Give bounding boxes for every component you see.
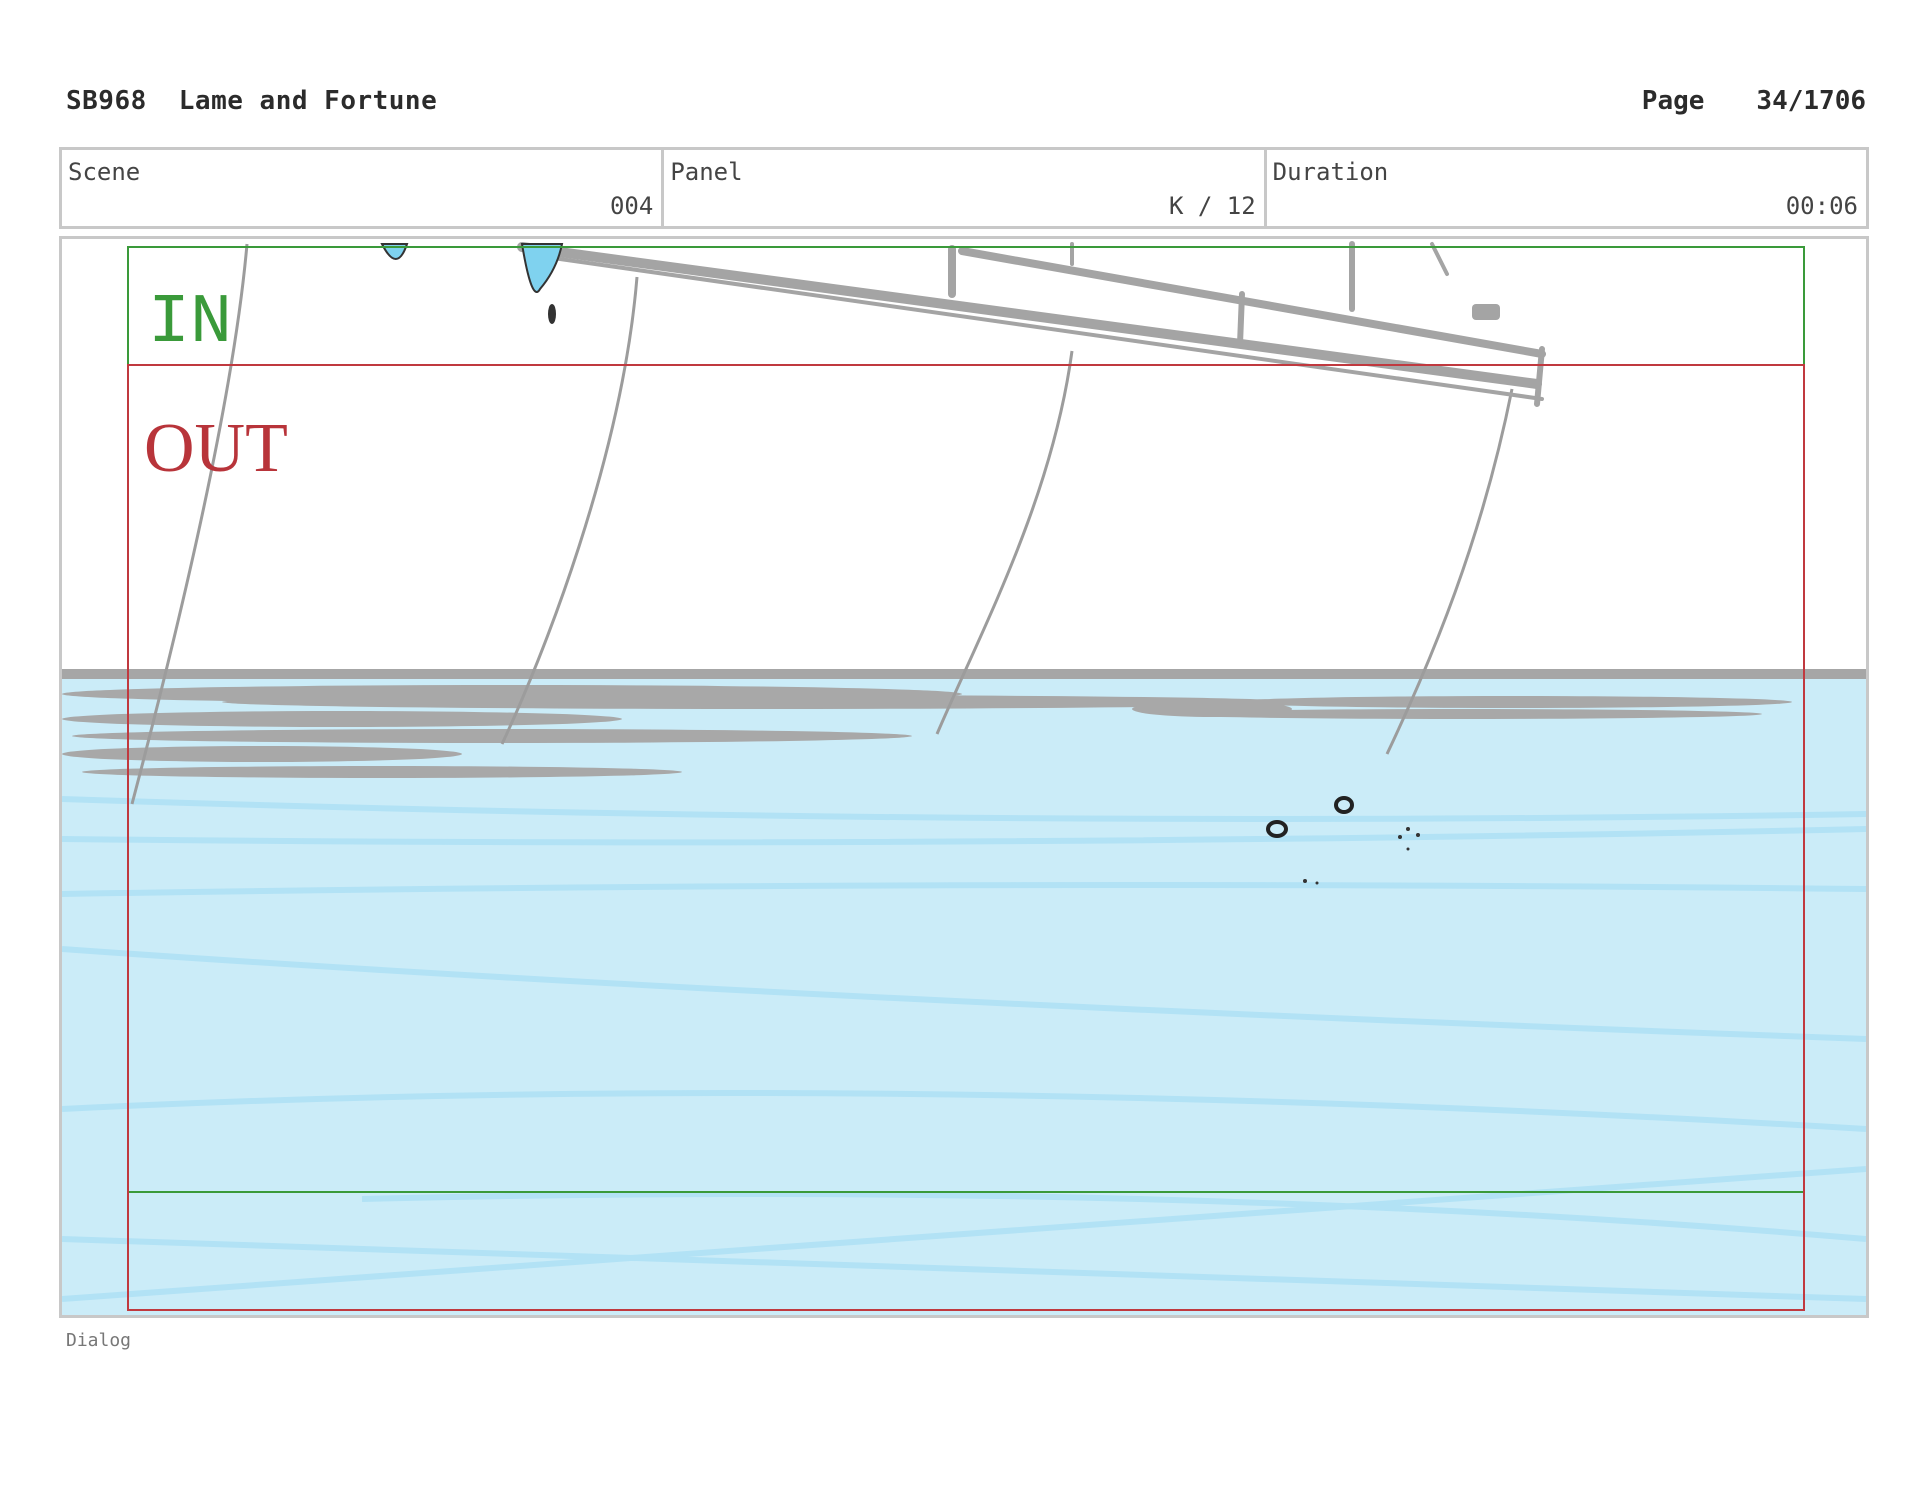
splash-dots	[1303, 827, 1420, 885]
panel-drawing: IN OUT	[62, 241, 1866, 1315]
duration-cell: Duration 00:06	[1267, 150, 1866, 226]
storyboard-frame: IN OUT	[59, 236, 1869, 1318]
hanging-lines	[130, 243, 1514, 805]
panel-info-table: Scene 004 Panel K / 12 Duration 00:06	[59, 147, 1869, 229]
scene-label: Scene	[68, 158, 141, 186]
bubbles	[1266, 796, 1354, 838]
in-label: IN	[148, 284, 232, 363]
water-lines	[62, 796, 1866, 1302]
panel-cell: Panel K / 12	[664, 150, 1267, 226]
scene-value: 004	[609, 192, 654, 220]
page-number: 34/1706	[1756, 86, 1866, 116]
dialog-label: Dialog	[66, 1330, 132, 1351]
duration-label: Duration	[1272, 158, 1389, 186]
plank-cleat	[1472, 304, 1500, 320]
water-drips	[380, 243, 564, 324]
page-indicator: Page 34/1706	[1642, 86, 1866, 116]
panel-value: K / 12	[1168, 192, 1256, 220]
out-label: OUT	[144, 410, 288, 487]
wake-strokes	[62, 685, 1792, 778]
plank	[517, 241, 1546, 407]
page-label: Page	[1641, 86, 1705, 116]
water-area	[62, 671, 1866, 1315]
episode-title: Lame and Fortune	[178, 86, 438, 116]
episode-code: SB968	[66, 86, 147, 116]
storyboard-title: SB968 Lame and Fortune	[66, 86, 437, 116]
scene-cell: Scene 004	[62, 150, 665, 226]
duration-value: 00:06	[1785, 192, 1858, 220]
panel-label: Panel	[670, 158, 743, 186]
out-guide-frame	[127, 364, 1805, 1311]
